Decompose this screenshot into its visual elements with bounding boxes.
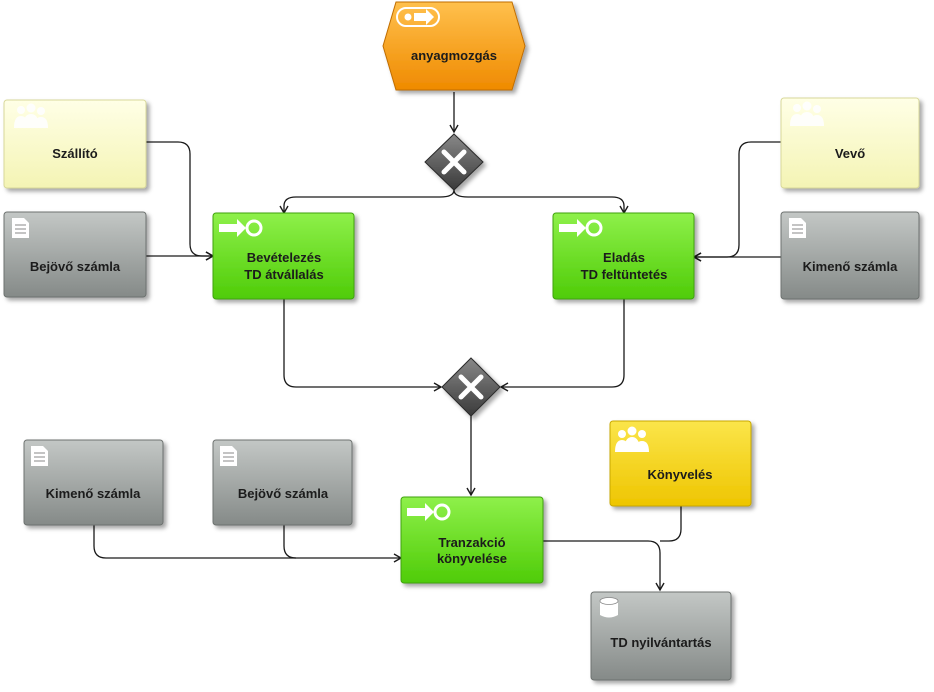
receipt-fn-line2: TD átvállalás [244,267,324,282]
org-unit-szallito[interactable]: Szállító [3,99,147,189]
edge-xor-top-to-receipt [279,189,455,215]
edge-xor-top-to-sale [453,189,629,215]
edge-receipt-to-xor-mid [283,299,443,392]
edge-customer-to-sale [692,141,781,262]
document-icon [220,446,237,466]
document-bejovo-szamla-2[interactable]: Bejövő számla [212,439,353,526]
event-label: anyagmozgás [411,48,497,63]
outgoing-invoice-1-label: Kimenő számla [803,259,898,274]
edge-supplier-to-receipt [146,141,215,261]
event-anyagmozgas[interactable]: anyagmozgás [382,1,526,91]
gear-arrow-icon [559,219,603,237]
transaction-fn-line1: Tranzakció [438,535,505,550]
incoming-invoice-2-label: Bejövő számla [238,486,329,501]
edge-accounting-to-register [660,506,682,542]
incoming-invoice-1-label: Bejövő számla [30,259,121,274]
edge-sale-to-xor-mid [499,299,625,392]
td-register-label: TD nyilvántartás [610,635,711,650]
document-icon [12,218,29,238]
accounting-label: Könyvelés [647,467,712,482]
sale-fn-line1: Eladás [603,250,645,265]
xor-connector-top[interactable] [424,133,484,191]
document-icon [789,218,806,238]
xor-cross-icon [458,374,484,400]
transaction-fn-line2: könyvelése [437,551,507,566]
people-group-icon [615,426,649,452]
xor-cross-icon [441,149,467,175]
document-bejovo-szamla-1[interactable]: Bejövő számla [3,211,147,298]
function-eladas[interactable]: Eladás TD feltüntetés [552,212,695,300]
function-bevetelezes[interactable]: Bevételezés TD átvállalás [212,212,355,300]
org-unit-vevo[interactable]: Vevő [780,97,920,189]
people-group-icon [14,103,48,128]
outgoing-invoice-2-label: Kimenő számla [46,486,141,501]
edges [93,92,781,592]
function-tranzakcio[interactable]: Tranzakció könyvelése [400,496,544,584]
document-kimeno-szamla-2[interactable]: Kimenő számla [23,439,164,526]
gear-arrow-icon [407,503,451,521]
database-icon [599,597,619,618]
arrow-event-icon [396,7,440,27]
customer-label: Vevő [835,146,865,161]
sale-fn-line2: TD feltüntetés [581,267,668,282]
document-icon [31,446,48,466]
people-group-icon [790,101,824,126]
supplier-label: Szállító [52,146,98,161]
edge-outgoing-invoice-2-to-transaction [93,525,403,563]
data-cluster-td-nyilvantartas[interactable]: TD nyilvántartás [590,591,732,681]
receipt-fn-line1: Bevételezés [247,250,321,265]
edge-incoming-invoice-2-to-transaction [283,525,297,559]
document-kimeno-szamla-1[interactable]: Kimenő számla [780,211,920,300]
gear-arrow-icon [219,219,263,237]
edge-transaction-to-register [543,540,665,592]
org-unit-konyveles[interactable]: Könyvelés [609,420,752,507]
xor-connector-middle[interactable] [441,357,501,417]
